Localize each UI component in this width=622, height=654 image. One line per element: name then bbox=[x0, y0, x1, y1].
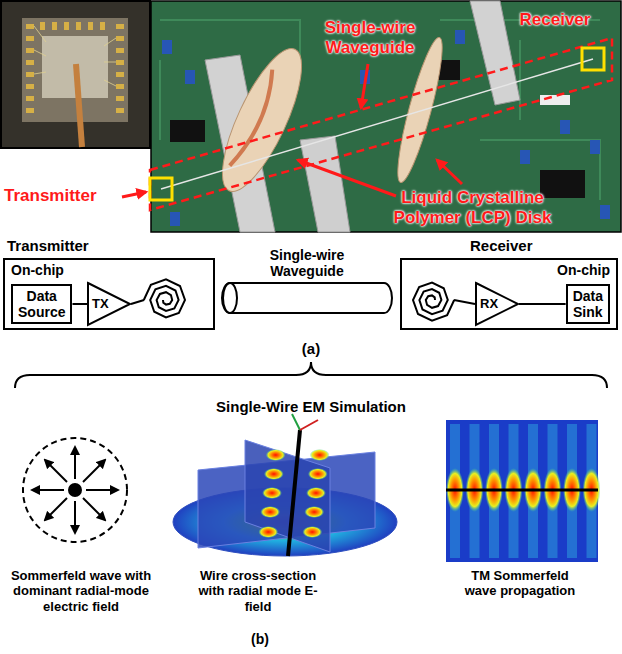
photo-callout: Liquid Crystalline Polymer (LCP) Disk bbox=[380, 188, 565, 228]
field-blob bbox=[306, 487, 326, 499]
block-heading: Receiver bbox=[470, 237, 533, 254]
field-blob bbox=[264, 468, 284, 480]
block-label: Data Sink bbox=[573, 288, 603, 320]
figure-caption: TM Sommerfeld wave propagation bbox=[456, 568, 584, 599]
amplifier-triangle: RX bbox=[475, 282, 519, 326]
receiver-box: RXData SinkReceiverOn-chip bbox=[400, 258, 618, 330]
field-blob bbox=[266, 449, 286, 461]
block-heading: Transmitter bbox=[7, 237, 89, 254]
propagation-map bbox=[446, 420, 601, 562]
triangle-outline bbox=[476, 283, 518, 325]
photo-callout: Receiver bbox=[505, 10, 605, 30]
curly-brace bbox=[15, 362, 607, 388]
block-heading: Single-wire Waveguide bbox=[247, 248, 367, 279]
block-label: TX bbox=[92, 297, 109, 312]
region-label: On-chip bbox=[557, 262, 610, 278]
spiral-antenna bbox=[144, 279, 185, 317]
region-label: On-chip bbox=[11, 262, 64, 278]
panel-letter: (a) bbox=[286, 340, 336, 358]
field-blob bbox=[262, 487, 282, 499]
radial-field-sketch bbox=[23, 438, 127, 542]
field-blob bbox=[308, 468, 328, 480]
transmitter-box: Data SourceTXTransmitterOn-chip bbox=[3, 258, 215, 330]
signal-line bbox=[519, 303, 566, 305]
field-blob bbox=[258, 526, 278, 538]
process-box: Data Sink bbox=[566, 284, 610, 324]
signal-line bbox=[72, 303, 87, 305]
cylinder-outline bbox=[222, 283, 392, 313]
panel-letter: (b) bbox=[240, 631, 280, 648]
field-blob bbox=[260, 506, 280, 518]
figure-caption: Wire cross-section with radial mode E-fi… bbox=[188, 568, 328, 614]
field-blob bbox=[302, 526, 322, 538]
waveguide-cylinder: Single-wire Waveguide bbox=[222, 282, 392, 314]
block-label: Data Source bbox=[18, 288, 65, 320]
field-blob bbox=[304, 506, 324, 518]
photo-callout: Transmitter bbox=[4, 186, 134, 206]
em-simulation-3d bbox=[173, 414, 397, 556]
chip-photo bbox=[1, 1, 150, 148]
section-heading: Single-Wire EM Simulation bbox=[150, 398, 472, 416]
figure-caption: Sommerfeld wave with dominant radial-mod… bbox=[2, 568, 160, 614]
pcb-photo bbox=[122, 1, 621, 232]
spiral-antenna bbox=[413, 283, 454, 321]
block-label: RX bbox=[480, 297, 498, 312]
photo-callout: Single-wire Waveguide bbox=[310, 18, 430, 58]
cylinder-end bbox=[223, 283, 237, 313]
antenna-drawing bbox=[131, 279, 475, 320]
process-box: Data Source bbox=[11, 284, 72, 324]
triangle-outline bbox=[88, 283, 130, 325]
field-blob bbox=[310, 449, 330, 461]
amplifier-triangle: TX bbox=[87, 282, 131, 326]
cylinder-outline bbox=[222, 282, 392, 314]
